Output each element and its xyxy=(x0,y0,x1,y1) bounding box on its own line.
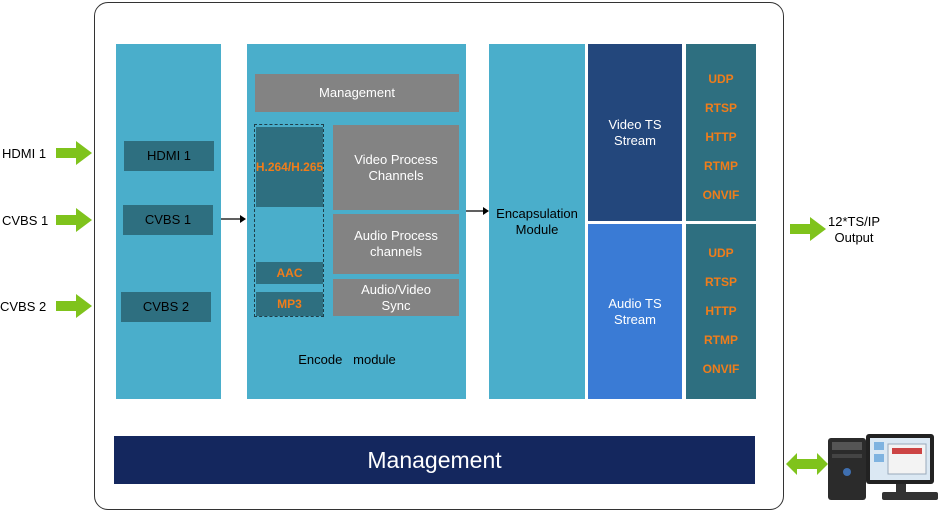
input-label-cvbs2: CVBS 2 xyxy=(0,299,47,314)
protocol-http: HTTP xyxy=(705,304,737,318)
encode-management: Management xyxy=(255,74,459,112)
protocol-rtsp: RTSP xyxy=(704,101,737,115)
protocols-audio: UDP RTSP HTTP RTMP ONVIF xyxy=(686,224,756,399)
audio-ts-stream: Audio TS Stream xyxy=(588,224,682,399)
green-arrow-icon xyxy=(790,217,828,241)
encapsulation-module: Encapsulation Module xyxy=(489,44,585,399)
input-block-cvbs2: CVBS 2 xyxy=(121,292,211,322)
codec-group xyxy=(254,124,324,317)
flow-arrow-icon xyxy=(221,213,247,225)
input-label-hdmi1: HDMI 1 xyxy=(2,146,47,161)
green-arrow-icon xyxy=(56,208,94,232)
codec-aac: AAC xyxy=(256,262,323,284)
management-bar: Management xyxy=(114,436,755,484)
green-arrow-icon xyxy=(56,141,94,165)
protocol-http: HTTP xyxy=(705,130,737,144)
protocols-video: UDP RTSP HTTP RTMP ONVIF xyxy=(686,44,756,221)
input-block-hdmi1: HDMI 1 xyxy=(124,141,214,171)
protocol-rtmp: RTMP xyxy=(704,159,738,173)
protocol-udp: UDP xyxy=(708,246,734,260)
av-sync: Audio/Video Sync xyxy=(333,279,459,316)
flow-arrow-icon xyxy=(466,205,490,217)
desktop-computer-icon xyxy=(826,432,942,504)
green-arrow-icon xyxy=(56,294,94,318)
output-label: 12*TS/IP Output xyxy=(827,214,881,245)
codec-mp3: MP3 xyxy=(256,292,323,316)
protocol-onvif: ONVIF xyxy=(702,362,740,376)
encode-module-label: Encode module xyxy=(298,352,396,367)
video-ts-stream: Video TS Stream xyxy=(588,44,682,221)
codec-video: H.264/H.265 xyxy=(256,127,323,207)
protocol-udp: UDP xyxy=(708,72,734,86)
protocol-onvif: ONVIF xyxy=(702,188,740,202)
input-block-cvbs1: CVBS 1 xyxy=(123,205,213,235)
bidirectional-arrow-icon xyxy=(786,451,828,477)
audio-process-channels: Audio Process channels xyxy=(333,214,459,274)
video-process-channels: Video Process Channels xyxy=(333,125,459,210)
input-label-cvbs1: CVBS 1 xyxy=(2,213,49,228)
protocol-rtsp: RTSP xyxy=(704,275,737,289)
protocol-rtmp: RTMP xyxy=(704,333,738,347)
